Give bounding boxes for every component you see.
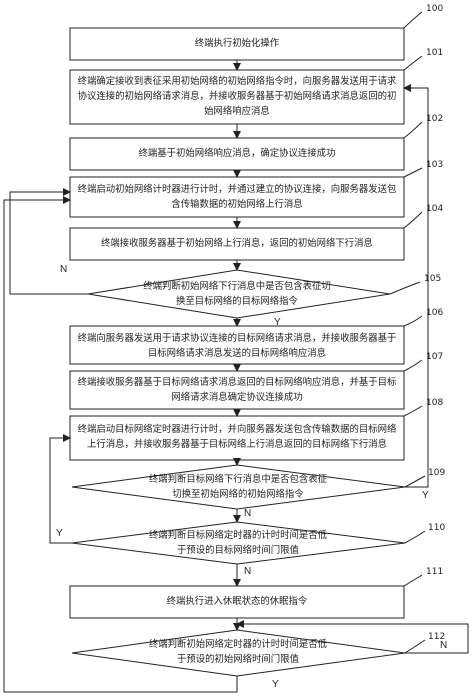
step-number-108: 108 [426,398,444,408]
step-text-105: 终端判断初始网络下行消息中是否包含表征切换至目标网络的目标网络指令 [143,281,331,307]
step-text-102: 终端基于初始网络响应消息，确定协议连接成功 [138,148,336,159]
step-number-103: 103 [426,160,444,170]
step-text-111: 终端执行进入休眠状态的休眠指令 [166,596,308,607]
step-text-101: 终端确定接收到表征采用初始网络的初始网络指令时，向服务器发送用于请求协议连接的初… [77,76,397,117]
branch-label-112-no: N [440,640,448,651]
step-number-111: 111 [426,567,444,577]
step-text-107: 终端接收服务器基于目标网络请求消息返回的目标网络响应消息，并基于目标网络请求消息… [77,377,397,403]
step-text-109: 终端判断目标网络下行消息中是否包含表征切换至初始网络的初始网络指令 [148,474,328,500]
step-text-100: 终端执行初始化操作 [194,38,280,49]
step-text-108: 终端启动目标网络定时器进行计时，并向服务器发送包含传输数据的目标网络上行消息，并… [77,424,397,450]
branch-label-105-yes: Y [274,317,281,328]
step-number-106: 106 [426,308,444,318]
step-text-110: 终端判断目标网络定时器的计时时间是否低于预设的目标网络时间门限值 [148,530,328,556]
step-number-102: 102 [426,114,444,124]
step-number-109: 109 [428,468,446,478]
step-text-103: 终端启动初始网络计时器进行计时，并通过建立的协议连接，向服务器发送包含传输数据的… [77,184,397,210]
branch-label-112-yes: Y [272,679,279,690]
step-number-112: 112 [428,632,446,642]
branch-label-109-yes: Y [422,490,429,501]
step-number-101: 101 [426,48,444,58]
branch-label-110-yes: Y [56,528,63,539]
step-text-106: 终端向服务器发送用于请求协议连接的目标网络请求消息，并接收服务器基于目标网络请求… [77,333,397,359]
step-text-104: 终端接收服务器基于初始网络上行消息，返回的初始网络下行消息 [101,238,373,249]
step-number-105: 105 [424,274,442,284]
step-number-104: 104 [426,204,444,214]
branch-label-109-no: N [244,508,252,519]
branch-label-105-no: N [60,264,68,275]
branch-label-110-no: N [244,566,252,577]
step-text-112: 终端判断初始网络定时器的计时时间是否低于预设的初始网络时间门限值 [148,639,328,665]
step-number-100: 100 [426,4,444,14]
step-number-110: 110 [428,523,446,533]
step-number-107: 107 [426,352,444,362]
